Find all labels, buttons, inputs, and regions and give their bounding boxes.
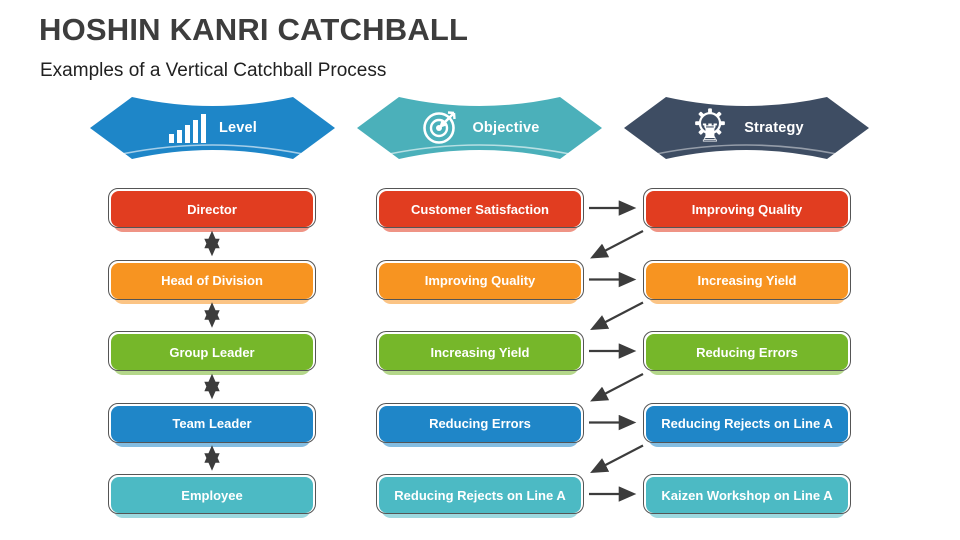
objective-box-reducing-rejects-line-a: Reducing Rejects on Line A bbox=[376, 474, 584, 518]
box-label: Group Leader bbox=[169, 344, 255, 360]
box-label: Customer Satisfaction bbox=[411, 201, 549, 217]
column-header-objective: Objective bbox=[357, 94, 602, 162]
column-header-strategy: ♜ Strategy bbox=[624, 94, 869, 162]
box-label: Increasing Yield bbox=[430, 344, 530, 360]
connector-strat-obj-4 bbox=[590, 444, 644, 474]
ribbon-shape bbox=[357, 97, 602, 159]
connector-strat-obj-3 bbox=[590, 373, 644, 402]
rook-gear-icon: ♜ bbox=[689, 105, 731, 151]
box-label: Increasing Yield bbox=[697, 273, 797, 288]
level-box-director: Director bbox=[108, 188, 316, 232]
box-label: Improving Quality bbox=[691, 201, 803, 217]
strategy-box-improving-quality: Improving Quality bbox=[643, 188, 851, 232]
box-label: Improving Quality bbox=[424, 273, 536, 288]
level-box-group-leader: Group Leader bbox=[108, 331, 316, 375]
strategy-box-increasing-yield: Increasing Yield bbox=[643, 259, 851, 304]
strategy-box-kaizen-workshop-line-a: Kaizen Workshop on Line A bbox=[643, 474, 851, 518]
bar-chart-icon bbox=[168, 112, 206, 144]
level-box-team-leader: Team Leader bbox=[108, 402, 316, 447]
banner-label: Level bbox=[218, 120, 258, 136]
target-icon bbox=[419, 108, 459, 148]
box-label: Head of Division bbox=[161, 273, 263, 288]
connector-strat-obj-2 bbox=[590, 301, 644, 331]
ribbon-shape bbox=[624, 97, 869, 159]
banner-label: Objective bbox=[472, 120, 540, 136]
box-label: Kaizen Workshop on Line A bbox=[661, 487, 833, 503]
column-header-level: Level bbox=[90, 94, 335, 162]
box-label: Team Leader bbox=[172, 416, 252, 431]
objective-box-reducing-errors: Reducing Errors bbox=[376, 402, 584, 447]
ribbon-shape bbox=[90, 97, 335, 159]
objective-box-customer-satisfaction: Customer Satisfaction bbox=[376, 188, 584, 232]
page-subtitle: Examples of a Vertical Catchball Process bbox=[40, 60, 387, 81]
box-label: Employee bbox=[181, 487, 243, 503]
connector-strat-obj-1 bbox=[590, 230, 644, 259]
page-title: HOSHIN KANRI CATCHBALL bbox=[39, 12, 469, 47]
box-label: Reducing Rejects on Line A bbox=[394, 487, 566, 503]
box-label: Reducing Errors bbox=[696, 344, 798, 360]
level-box-head-of-division: Head of Division bbox=[108, 259, 316, 304]
objective-box-improving-quality: Improving Quality bbox=[376, 259, 584, 304]
box-label: Director bbox=[187, 201, 237, 217]
box-label: Reducing Rejects on Line A bbox=[661, 416, 833, 431]
strategy-box-reducing-rejects-line-a: Reducing Rejects on Line A bbox=[643, 402, 851, 447]
level-box-employee: Employee bbox=[108, 474, 316, 518]
banner-label: Strategy bbox=[744, 120, 804, 136]
objective-box-increasing-yield: Increasing Yield bbox=[376, 331, 584, 375]
box-label: Reducing Errors bbox=[429, 416, 531, 431]
strategy-box-reducing-errors: Reducing Errors bbox=[643, 331, 851, 375]
chess-rook-glyph: ♜ bbox=[699, 118, 721, 147]
